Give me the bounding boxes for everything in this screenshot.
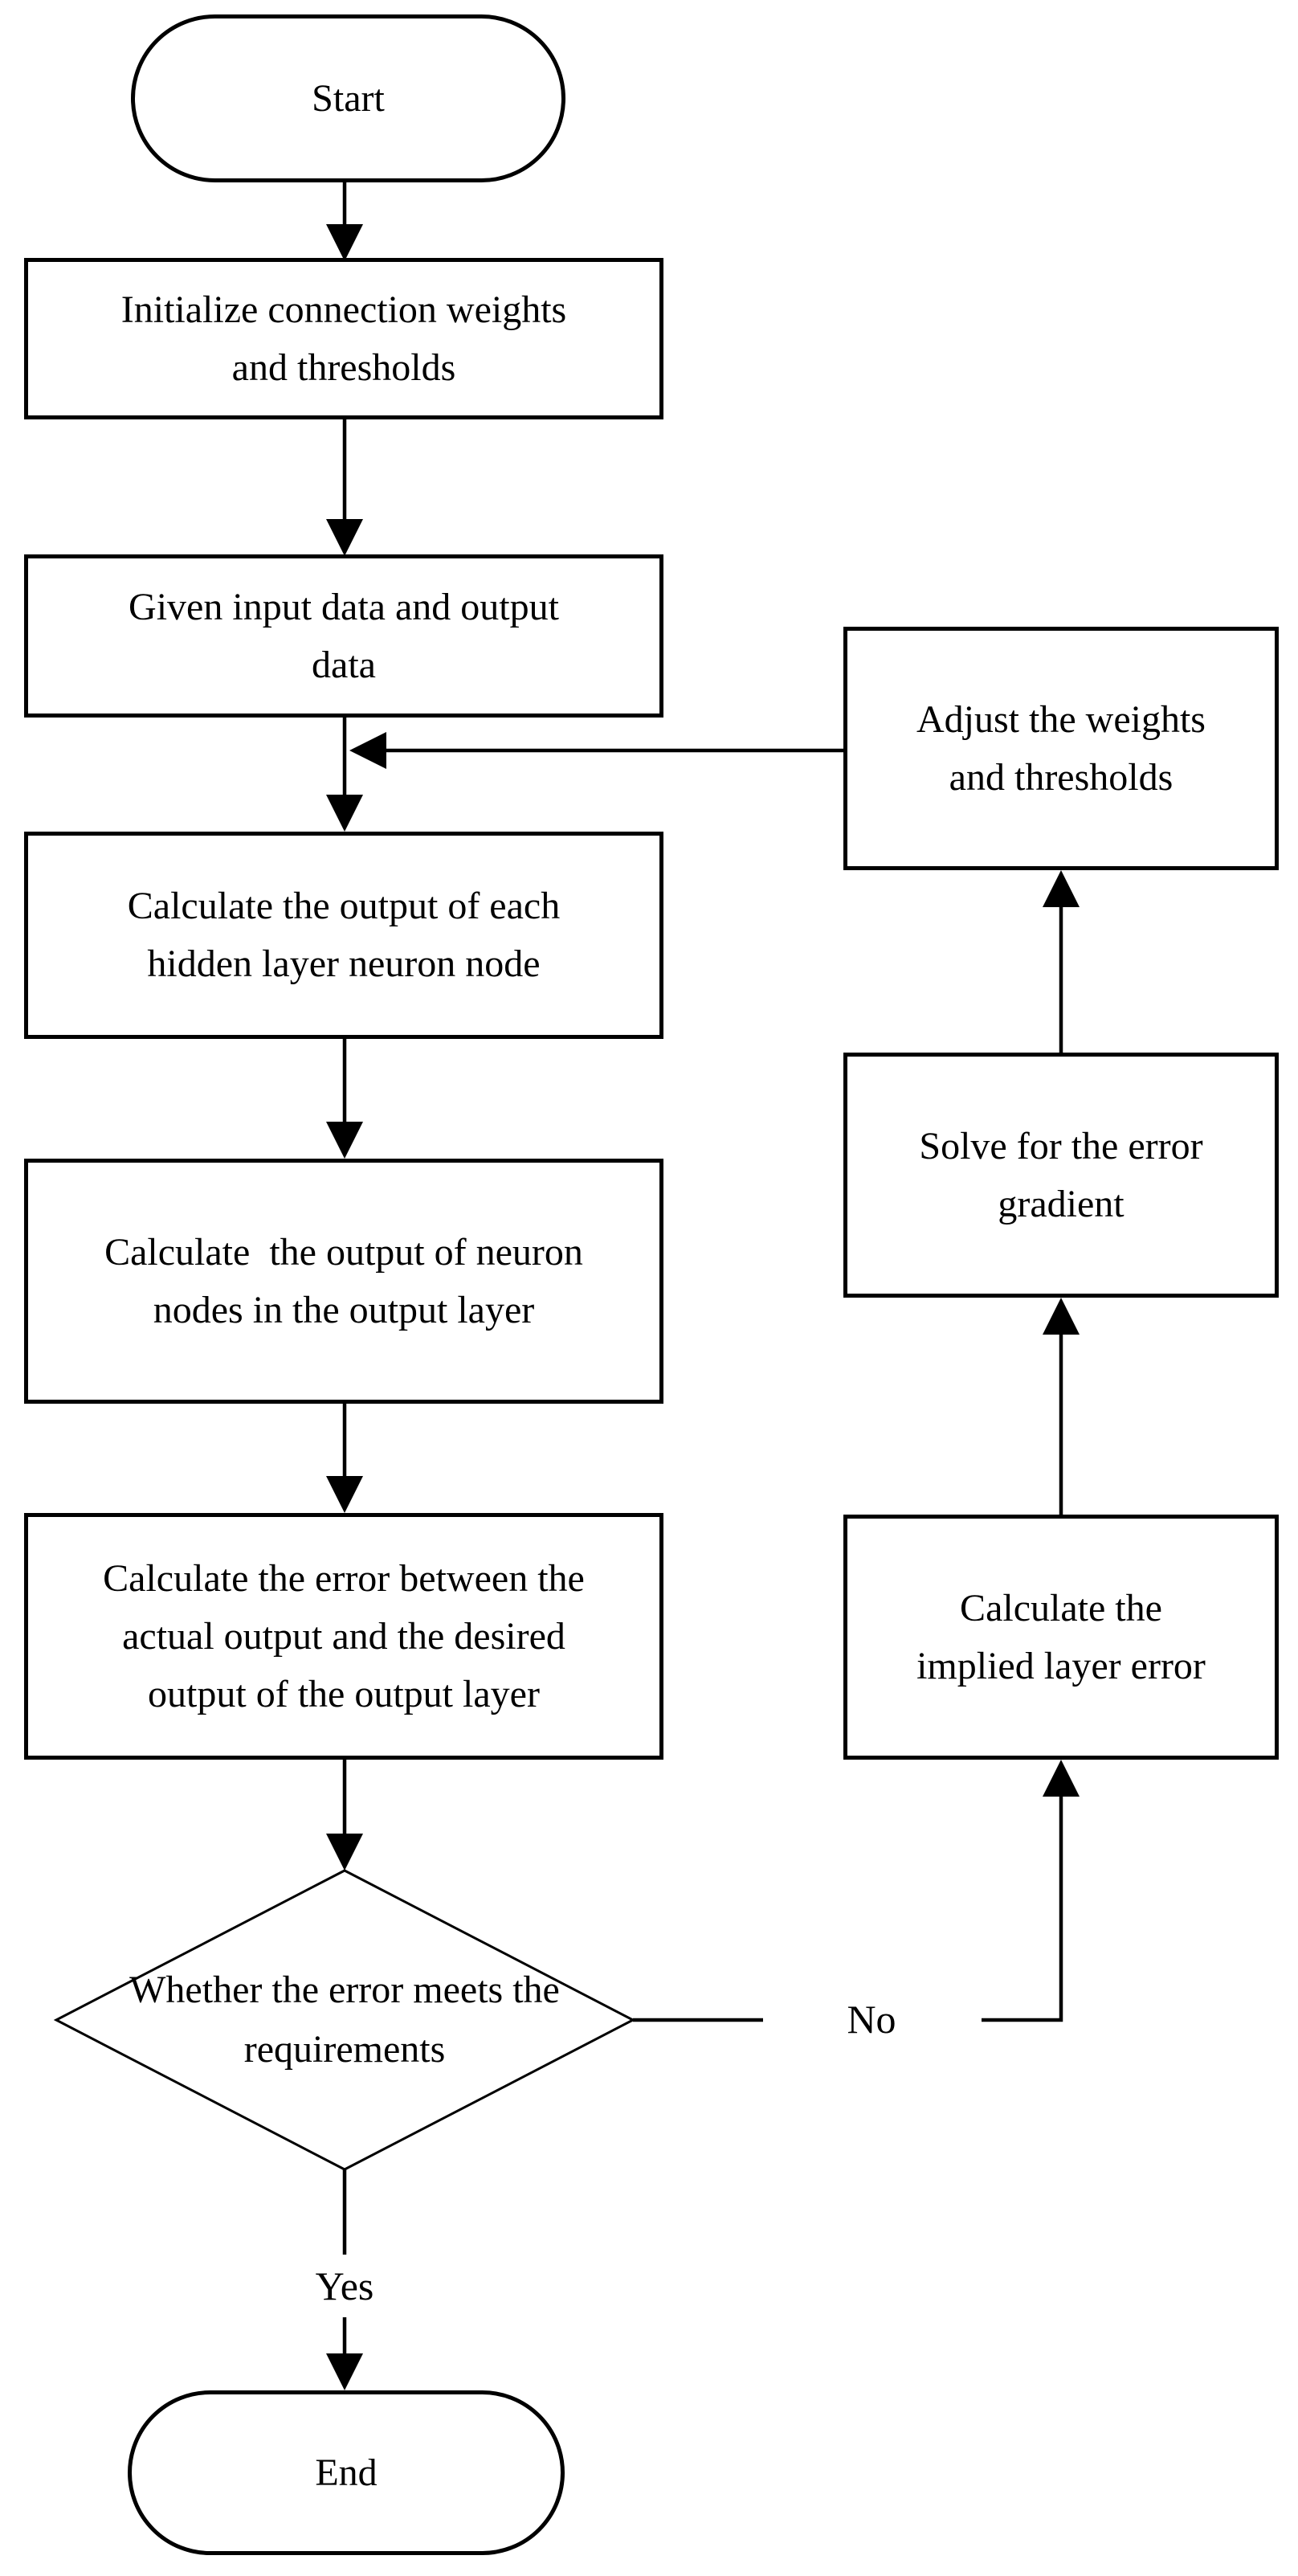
edge-init-to-given [326, 419, 363, 556]
node-adjust-weights-label: Adjust the weights and thresholds [916, 697, 1206, 799]
arrowhead-down-icon [326, 795, 363, 832]
arrowhead-down-icon [326, 1122, 363, 1159]
node-solve-gradient: Solve for the error gradient [843, 1053, 1279, 1298]
node-implied-layer-error-label: Calculate the implied layer error [916, 1586, 1206, 1687]
arrowhead-down-icon [326, 224, 363, 261]
arrowhead-down-icon [326, 1834, 363, 1871]
node-decision-label: Whether the error meets the requirements [129, 1968, 560, 2071]
edge-start-to-init [326, 182, 363, 261]
node-start-label: Start [312, 76, 385, 120]
edge-implied-to-solve [1043, 1298, 1080, 1515]
node-hidden-layer-output: Calculate the output of each hidden laye… [24, 832, 663, 1039]
edge-label-no: No [811, 1990, 932, 2048]
node-given-data-label: Given input data and output data [129, 585, 559, 686]
arrowhead-up-icon [1043, 870, 1080, 907]
arrowhead-left-icon [349, 732, 386, 769]
edge-label-yes: Yes [284, 2257, 405, 2315]
arrowhead-down-icon [326, 1476, 363, 1513]
node-end-label: End [315, 2451, 378, 2494]
node-adjust-weights: Adjust the weights and thresholds [843, 627, 1279, 870]
edge-decision-to-end [326, 2169, 363, 2390]
edge-given-to-hidden [326, 718, 363, 832]
edge-error-to-decision [326, 1760, 363, 1871]
node-implied-layer-error: Calculate the implied layer error [843, 1515, 1279, 1760]
arrowhead-up-icon [1043, 1760, 1080, 1797]
edge-output-to-error [326, 1404, 363, 1513]
node-calculate-error-label: Calculate the error between the actual o… [103, 1556, 585, 1715]
node-calculate-error: Calculate the error between the actual o… [24, 1513, 663, 1760]
edge-hidden-to-output [326, 1039, 363, 1159]
edge-decision-to-implied [633, 1760, 1080, 2022]
node-initialize-weights-label: Initialize connection weights and thresh… [120, 288, 567, 389]
node-output-layer-output: Calculate the output of neuron nodes in … [24, 1159, 663, 1404]
node-solve-gradient-label: Solve for the error gradient [919, 1124, 1203, 1225]
node-initialize-weights: Initialize connection weights and thresh… [24, 258, 663, 419]
node-output-layer-output-label: Calculate the output of neuron nodes in … [104, 1230, 583, 1331]
node-end: End [128, 2390, 565, 2555]
node-decision: Whether the error meets the requirements [63, 1935, 626, 2105]
node-given-data: Given input data and output data [24, 554, 663, 718]
node-hidden-layer-output-label: Calculate the output of each hidden laye… [127, 885, 561, 985]
node-start: Start [131, 14, 565, 182]
edge-adjust-to-junction [349, 732, 843, 769]
edge-solve-to-adjust [1043, 870, 1080, 1053]
arrowhead-up-icon [1043, 1298, 1080, 1335]
arrowhead-down-icon [326, 519, 363, 556]
arrowhead-down-icon [326, 2353, 363, 2390]
